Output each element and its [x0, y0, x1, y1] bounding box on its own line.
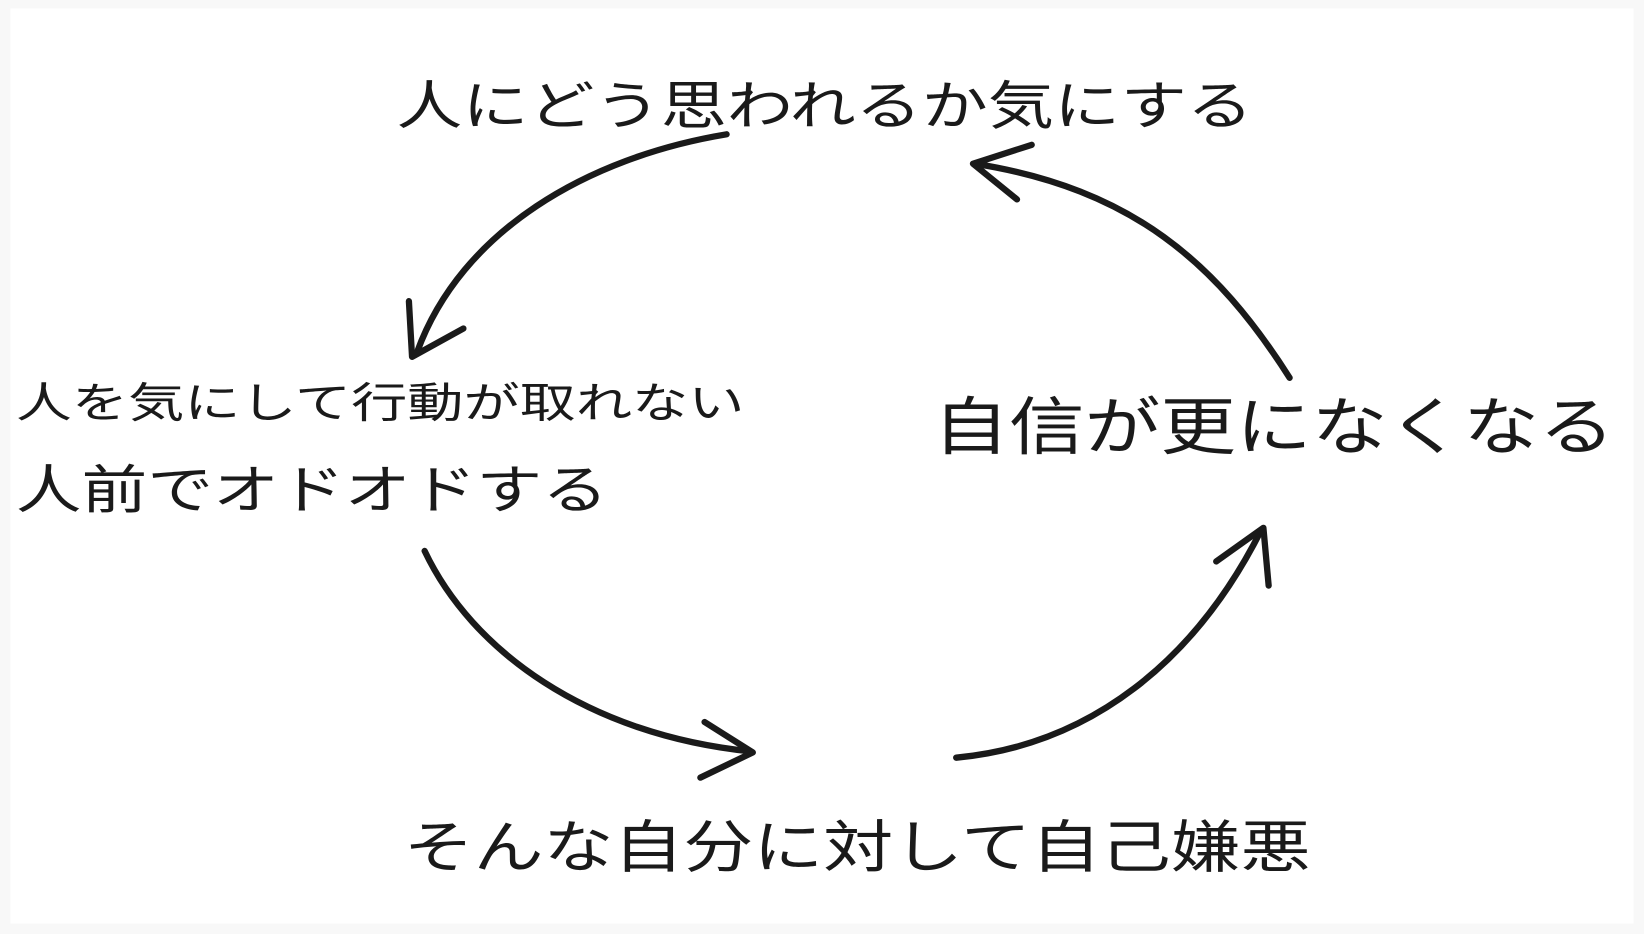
canvas-background — [10, 8, 1634, 924]
arrow-bottom-to-right — [953, 524, 1272, 761]
node-top-text: 人にどう思われるか気にする — [396, 76, 1253, 137]
arrow-left-to-bottom — [421, 547, 756, 781]
node-right-text: 自信が更になくなる — [933, 391, 1615, 464]
node-left-line1-text: 人を気にして行動が取れない — [16, 379, 745, 428]
node-bottom-text: そんな自分に対して自己嫌悪 — [404, 815, 1311, 881]
node-left-line2-text: 人前でオドオドする — [16, 460, 608, 521]
arrow-top-to-left — [405, 131, 730, 360]
arrow-right-to-top — [969, 141, 1293, 381]
